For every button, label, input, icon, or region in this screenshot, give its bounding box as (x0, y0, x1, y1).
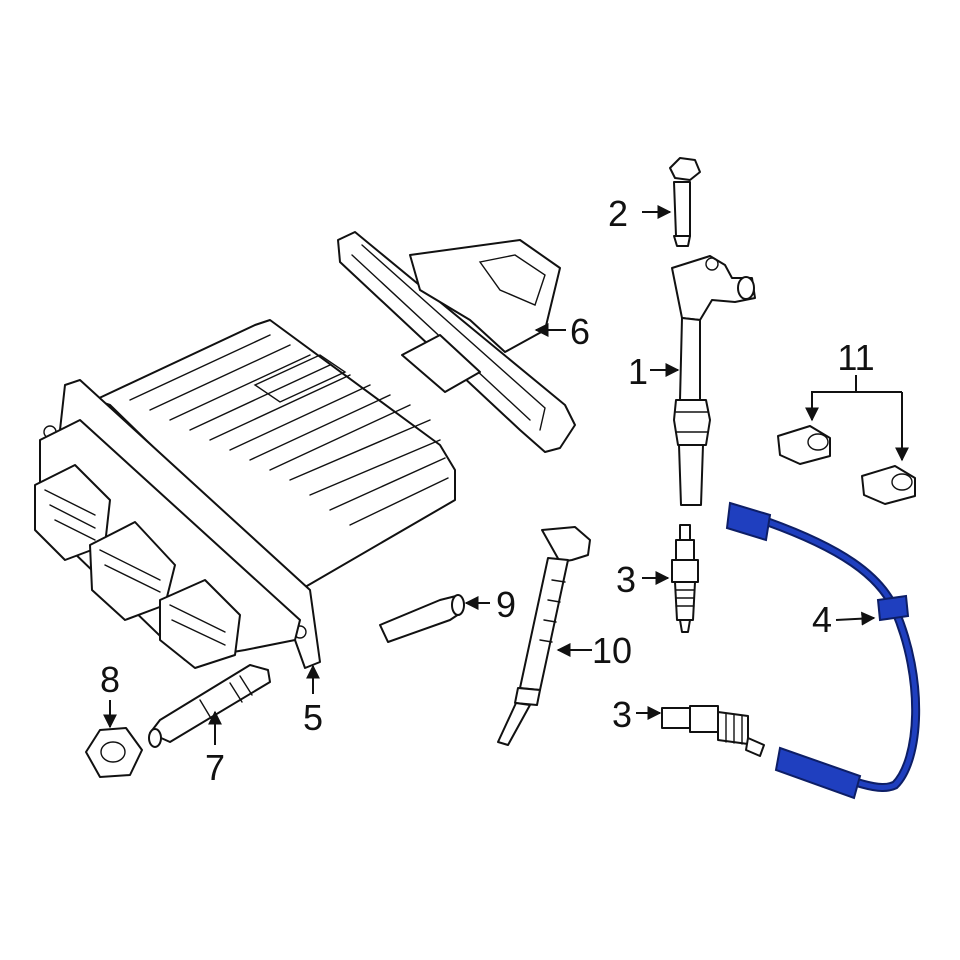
flange-nut (85, 727, 143, 778)
coil-on-plug (497, 526, 591, 746)
ecm-bracket (337, 231, 576, 453)
callout-8: 8 (100, 659, 120, 700)
mounting-stud (148, 664, 271, 748)
callout-10: 10 (592, 630, 632, 671)
spark-plug-boot (379, 594, 465, 643)
spark-plug-vertical (671, 524, 699, 633)
ignition-coil (671, 255, 756, 506)
callout-4: 4 (812, 599, 832, 640)
spark-plug-horizontal (661, 705, 765, 757)
callout-11: 11 (837, 337, 874, 378)
callout-7: 7 (205, 747, 225, 788)
callout-1: 1 (628, 351, 648, 392)
ignition-coil-bolt (669, 157, 701, 247)
engine-control-module (34, 319, 456, 669)
spark-plug-wire (725, 501, 921, 800)
callout-9: 9 (496, 584, 516, 625)
leader-lines (103, 205, 909, 745)
wire-clips (777, 425, 916, 505)
callout-5: 5 (303, 697, 323, 738)
callout-3a: 3 (616, 559, 636, 600)
callout-6: 6 (570, 311, 590, 352)
callout-2: 2 (608, 193, 628, 234)
callout-3b: 3 (612, 694, 632, 735)
